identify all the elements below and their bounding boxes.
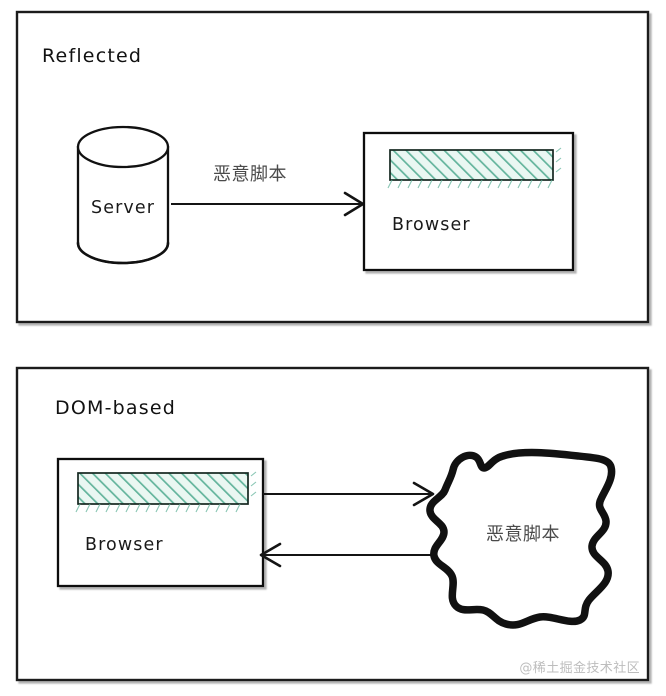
panel-reflected-title: Reflected	[42, 45, 142, 67]
edge-browser-to-script-arrowhead	[412, 481, 435, 507]
payload-hatched-rect	[389, 149, 554, 181]
watermark: @稀土掘金技术社区	[519, 660, 640, 676]
edge-server-to-browser-label: 恶意脚本	[213, 164, 287, 185]
panel-reflected: Reflected Server 恶意脚本	[15, 10, 650, 324]
payload-hatch-fringe	[387, 147, 562, 189]
edge-script-to-browser-arrowhead	[259, 542, 282, 568]
node-browser-reflected: Browser	[362, 131, 575, 272]
browser-reflected-payload-bar	[387, 147, 562, 189]
panel-dom-based-title: DOM-based	[55, 397, 176, 419]
malicious-script-label: 恶意脚本	[486, 524, 560, 545]
payload-hatch-fringe	[75, 471, 257, 513]
edge-script-to-browser	[259, 542, 443, 568]
node-malicious-script-blob: 恶意脚本	[426, 448, 616, 629]
server-cylinder-top	[76, 125, 170, 169]
browser-dom-label: Browser	[85, 535, 164, 555]
panel-dom-based: DOM-based	[15, 366, 650, 682]
edge-server-to-browser: 恶意脚本	[171, 164, 365, 217]
browser-reflected-label: Browser	[392, 215, 471, 235]
node-server: Server	[76, 125, 170, 265]
server-cylinder-bottom-arc	[76, 241, 170, 265]
edge-browser-to-script	[263, 481, 435, 507]
browser-dom-payload-bar	[75, 471, 257, 513]
node-browser-dom: Browser	[56, 457, 265, 588]
blob-outline	[426, 448, 616, 629]
payload-hatched-rect	[77, 472, 249, 505]
server-label: Server	[91, 198, 155, 218]
